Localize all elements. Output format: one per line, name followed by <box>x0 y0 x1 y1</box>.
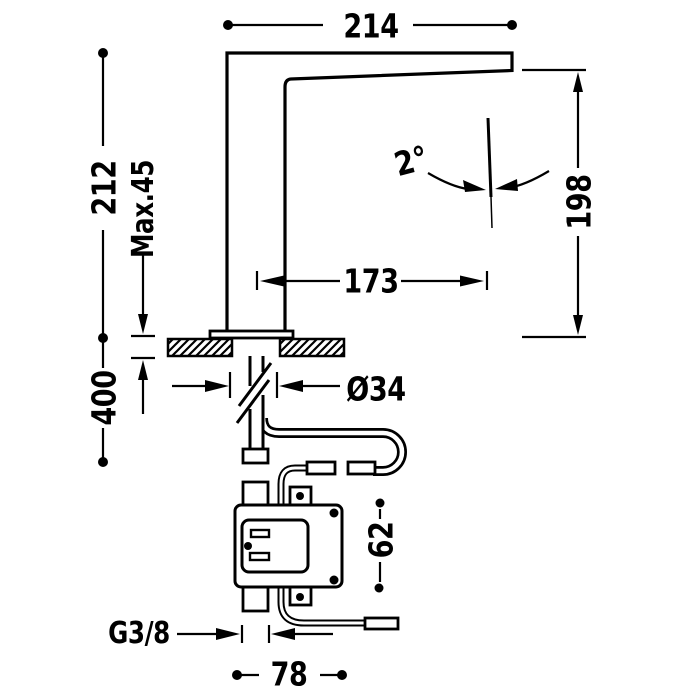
box-screws <box>244 492 339 601</box>
box-top-stub <box>241 480 270 508</box>
countertop-hatch <box>166 337 346 358</box>
dim-label-g38: G3/8 <box>108 616 170 651</box>
dim-label-max45: Max.45 <box>126 159 161 259</box>
socket-slot-bottom <box>248 551 271 562</box>
dim-label-214: 214 <box>343 6 399 46</box>
sensor-plug <box>363 616 400 631</box>
dimension-g38 <box>177 625 333 643</box>
dim-label-212: 212 <box>84 160 124 216</box>
dim-label-dia34: Ø34 <box>346 369 406 409</box>
base-flange <box>208 329 295 340</box>
connector-left <box>305 460 337 476</box>
dimension-212 <box>98 48 108 343</box>
dim-label-198: 198 <box>559 174 599 230</box>
pipe-end-nut <box>241 447 270 465</box>
dimension-62 <box>374 498 385 593</box>
dimension-78 <box>232 670 347 680</box>
cable-connectors <box>305 460 400 631</box>
dimension-214 <box>223 20 517 30</box>
connector-right <box>346 460 377 476</box>
flex-hose <box>251 412 407 476</box>
box-bottom-stub <box>241 585 270 613</box>
supply-pipe <box>235 356 273 449</box>
nozzle-axis-line <box>486 117 493 198</box>
dimension-198 <box>522 68 586 339</box>
dimension-173 <box>255 271 489 290</box>
dim-label-62: 62 <box>361 521 401 559</box>
pipe-break-symbol <box>235 362 273 424</box>
dim-label-173: 173 <box>343 261 399 301</box>
sensor-cable-bottom <box>277 587 367 627</box>
dimension-400 <box>98 338 108 467</box>
angle-annotation <box>427 117 550 229</box>
control-box <box>233 480 344 613</box>
faucet-spout-outline <box>225 51 514 332</box>
sensor-cable-top <box>277 464 308 505</box>
socket-slot-top <box>249 528 271 539</box>
dimension-max45 <box>131 252 155 414</box>
dim-label-78: 78 <box>270 654 308 694</box>
dimension-dia34 <box>172 372 340 398</box>
dim-label-400: 400 <box>84 370 124 426</box>
